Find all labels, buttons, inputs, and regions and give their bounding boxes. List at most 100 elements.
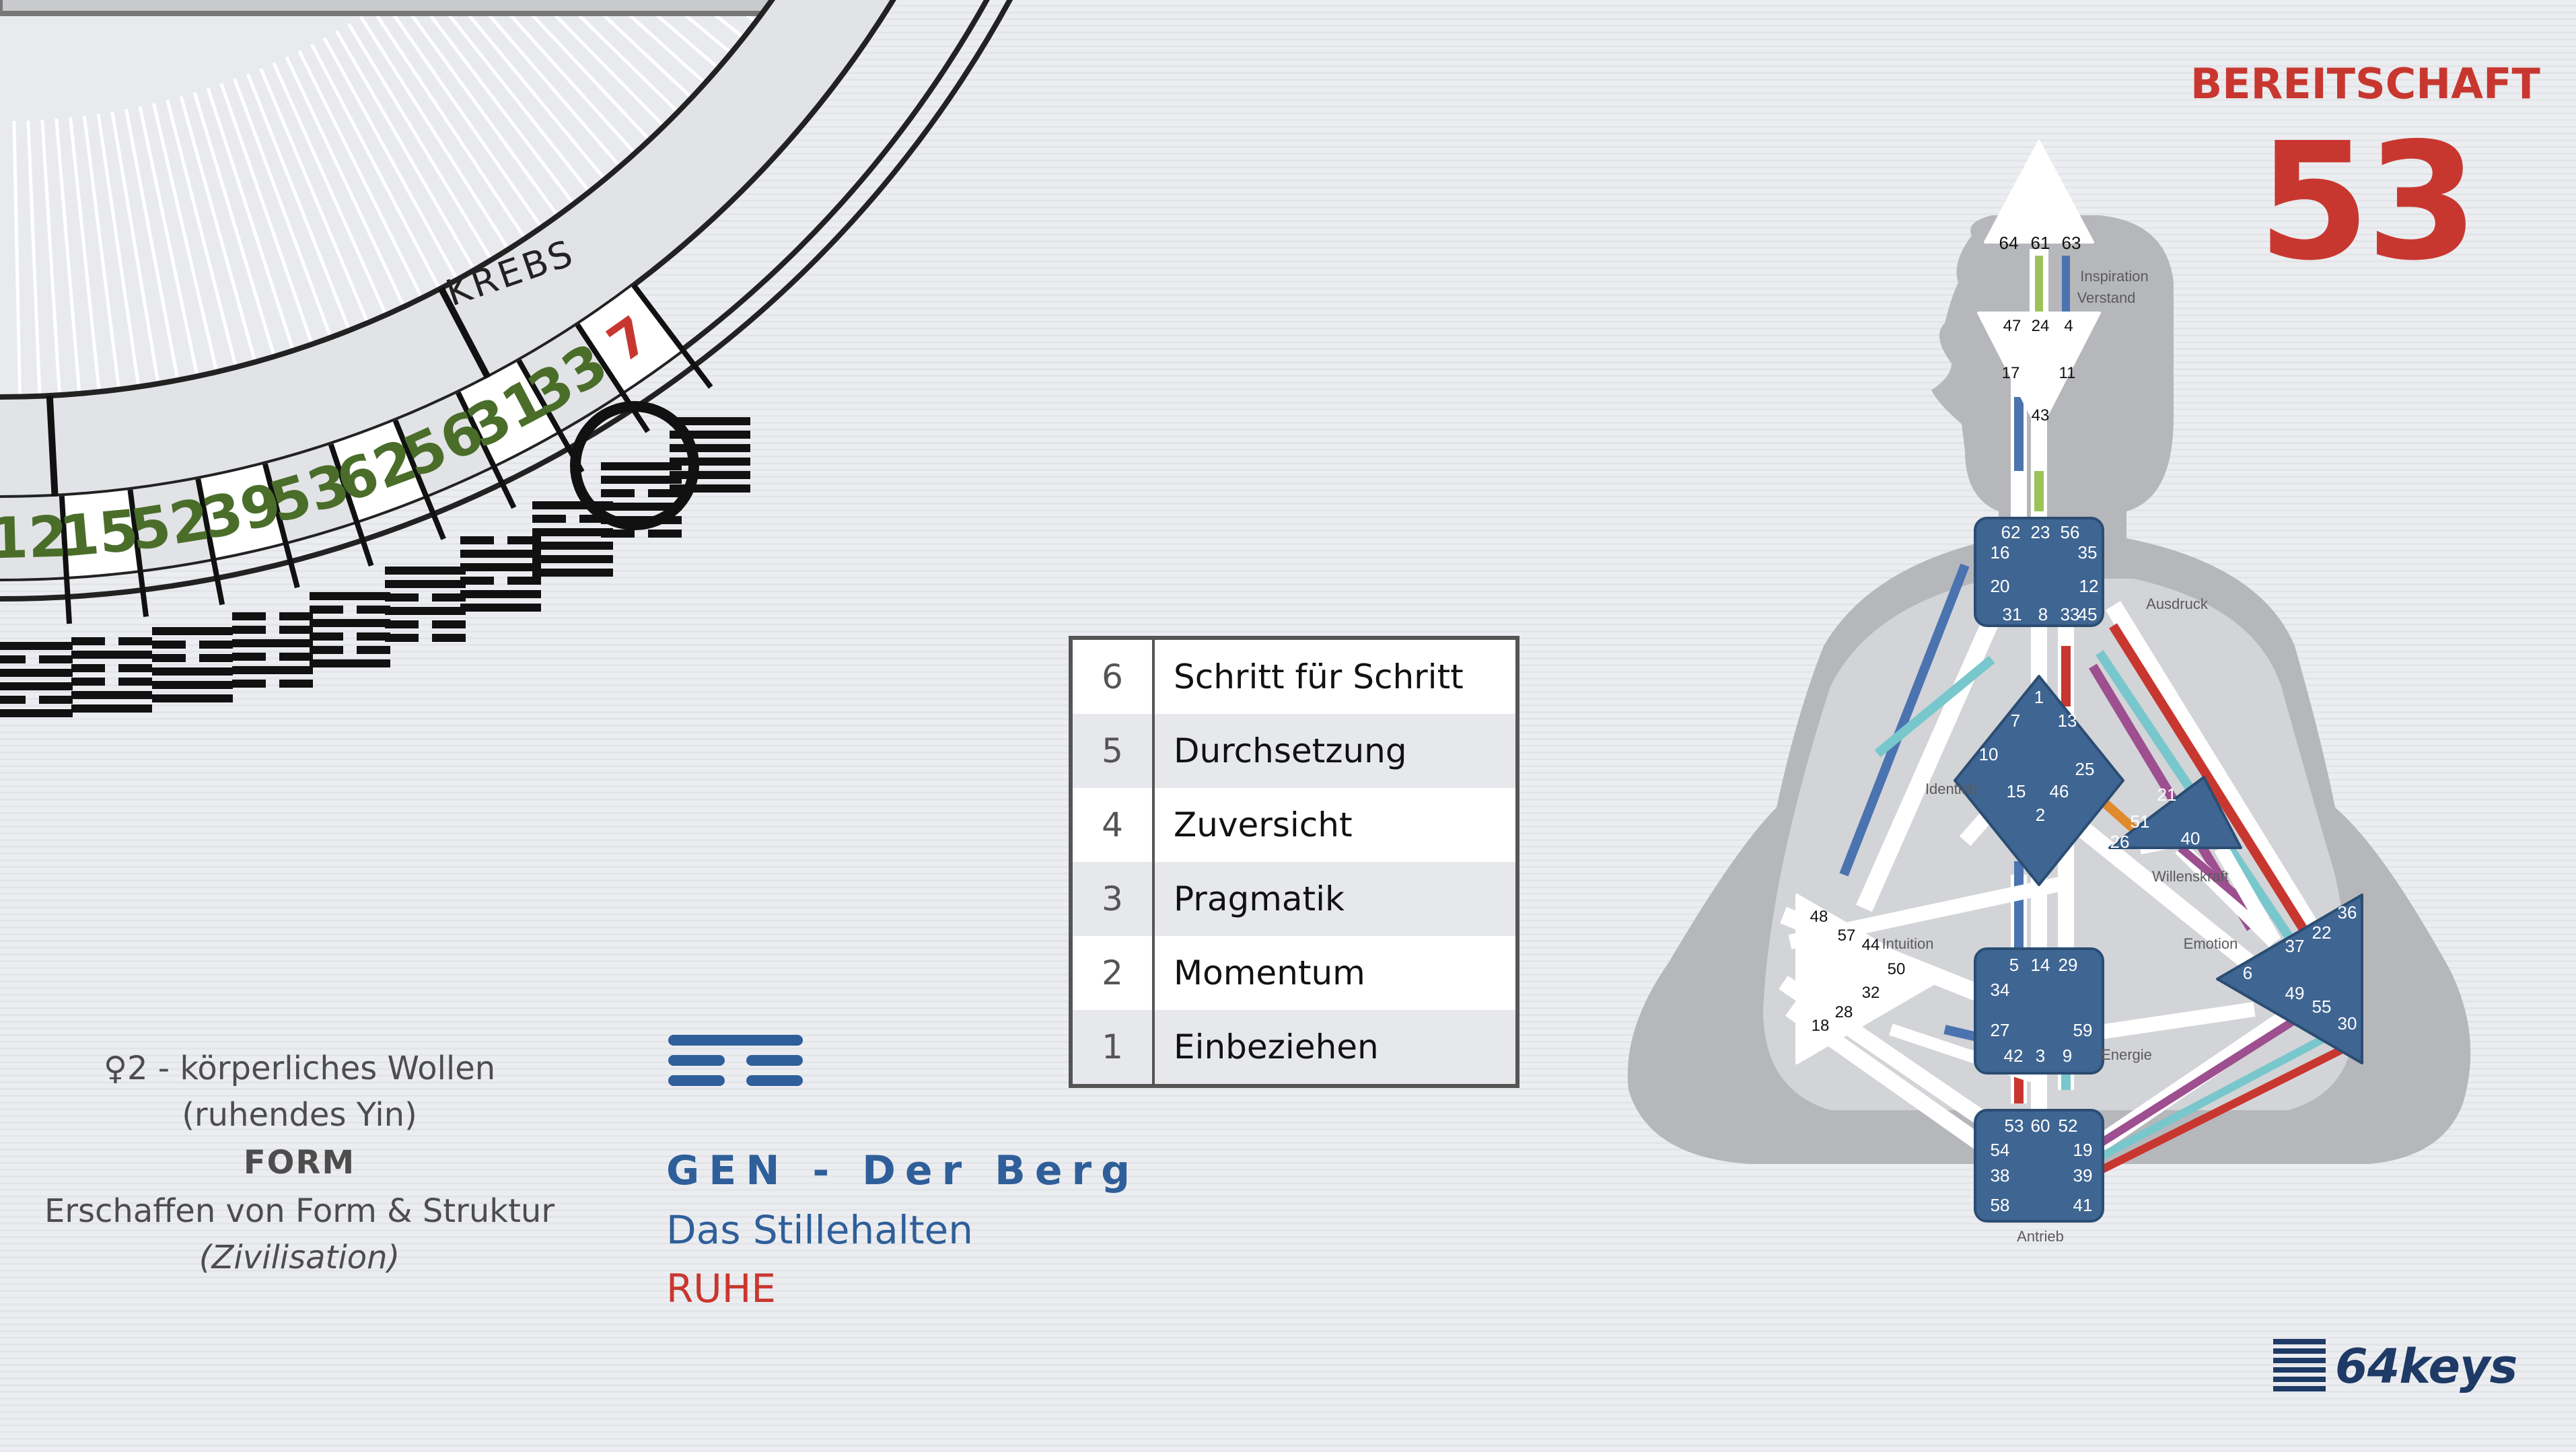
quarter-line-1: ♀2 - körperliches Wollen [103,1050,496,1087]
gate-number: 22 [2312,922,2332,943]
wheel-ray [398,0,559,217]
wheel-ray [206,87,295,351]
gate-number: 36 [2338,902,2357,922]
wheel-ray [334,30,476,271]
hexagram-icon [601,462,682,538]
g-center [1954,675,2124,886]
gate-number: 30 [2338,1013,2357,1033]
gate-divider [262,463,300,589]
line-number: 3 [1073,862,1155,936]
hexagram-icon [152,627,234,703]
head-center [1984,140,2094,244]
gate-number: 8 [2038,604,2048,624]
wheel-ray [494,0,637,155]
wheel-ray [610,0,707,85]
gate-number: 46 [2050,781,2069,801]
gate-number: 55 [2312,996,2332,1017]
gate-number: 47 [2003,317,2022,335]
gate-cell [330,421,425,521]
channel-line [1874,655,1995,758]
gate-divider [631,283,713,389]
line-row: 1 Einbeziehen [1073,1010,1515,1084]
gate-number: 51 [2131,811,2150,832]
gate-number: 9 [2063,1046,2072,1066]
wheel-ray [55,118,81,394]
gate-cell [199,464,287,558]
gate-number: 3 [2036,1046,2045,1066]
line-label: Einbeziehen [1174,1027,1379,1066]
gate-number: 52 [2059,1116,2078,1136]
gate-number: 63 [2062,233,2081,253]
center-label: Emotion [2184,935,2238,952]
wheel-ray [219,83,314,345]
hexagram-icon [384,567,466,643]
hexagram-icon [460,536,542,612]
wheel-ray [382,0,543,229]
logo-mark-icon [2273,1339,2326,1391]
gate-number: 1 [2034,687,2044,707]
gate-divider [195,478,225,606]
gate-number: 40 [2181,828,2201,848]
page-number: 53 [2258,108,2478,296]
gate-number: 10 [1979,744,1999,764]
logo: 64keys [2273,1339,2517,1394]
gate-number: 19 [2073,1140,2093,1160]
gate-number: 15 [2007,781,2026,801]
center-label: Energie [2101,1046,2152,1063]
gate-number: 7 [2011,711,2020,731]
wheel-ray [26,120,42,396]
ajna-center [1977,312,2101,432]
gate-number: 26 [2110,832,2130,852]
gate-number: 45 [2078,604,2098,624]
wheel-ray [151,103,219,373]
root-center [1974,1109,2104,1223]
hexagram-icon [669,417,750,493]
line-number: 2 [1073,936,1155,1010]
wheel-ray [179,96,257,363]
gate-divider [392,419,446,540]
line-number: 6 [1073,640,1155,714]
gate-number: 27 [1991,1020,2010,1040]
gate-number: 35 [2078,542,2098,562]
gate-number: 2 [2036,805,2045,825]
gene-subtitle: Das Stillehalten [666,1207,974,1253]
gate-number: 12 [2079,576,2099,596]
center-label: Intuition [1882,935,1933,952]
quarter-line-5: (Zivilisation) [199,1239,400,1276]
hexagram-icon [71,637,152,713]
wheel-ray [417,0,575,205]
gate-number: 39 [2073,1165,2093,1186]
gate-number: 60 [2031,1116,2050,1136]
line-number: 1 [1073,1010,1155,1084]
quarter-line-4: Erschaffen von Form & Struktur [44,1192,555,1230]
gene-name: GEN - Der Berg [666,1147,1140,1194]
wheel-ray [664,0,733,55]
gate-divider [59,496,73,624]
gate-number: 54 [1991,1140,2010,1160]
channel-line [2109,623,2332,972]
gate-number: 48 [1810,908,1828,926]
channel-line [2214,844,2281,946]
channel-line [2098,1032,2330,1161]
hexagram-icon [0,642,73,718]
gate-number: 58 [1991,1195,2010,1215]
gate-number: 44 [1862,936,1880,954]
wheel-ray [371,7,527,240]
wheel-ray [272,62,388,316]
wheel-ray [246,73,351,331]
gate-number: 31 [2003,604,2022,624]
channel-line [1839,563,1970,877]
gate-cell [577,285,682,393]
center-label: Inspiration [2080,268,2149,285]
gate-number: 57 [1838,927,1856,945]
center-label: Antrieb [2017,1228,2064,1245]
gate-number: 49 [2285,983,2305,1003]
gate-number: 34 [1991,980,2010,1000]
gate-number: 33 [2061,604,2080,624]
gate-number: 32 [1862,984,1880,1002]
wheel-ray [637,0,719,70]
quarter-line-2: (ruhendes Yin) [182,1096,417,1134]
gate-number: 56 [2061,522,2080,542]
